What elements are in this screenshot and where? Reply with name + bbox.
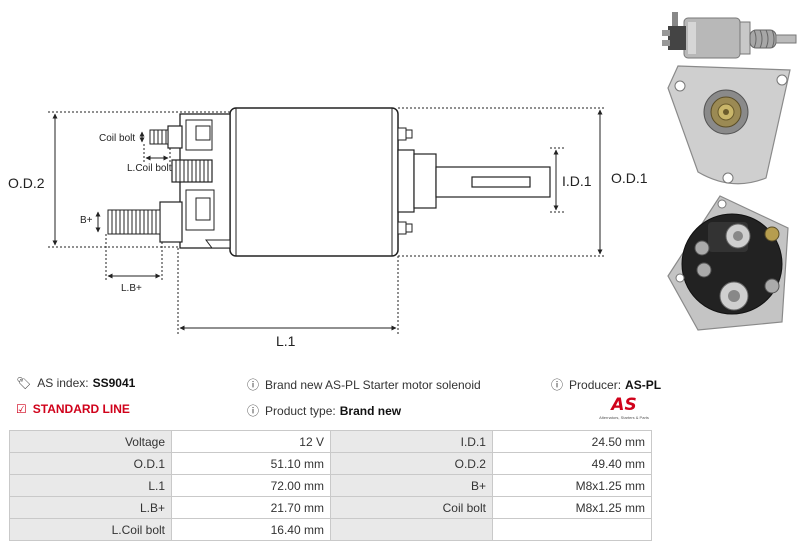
technical-drawing: Coil bolt L.Coil bolt B+ L.B+ O.D.2 O.D.…: [8, 107, 648, 349]
spec-label: L.Coil bolt: [9, 518, 172, 541]
product-type-label: Product type:: [265, 403, 336, 418]
spec-label: L.B+: [9, 496, 172, 519]
spec-label: O.D.1: [9, 452, 172, 475]
spec-label: [329, 518, 493, 541]
coil-bolt-drawing: [149, 125, 183, 149]
spec-label: B+: [329, 474, 493, 497]
spec-label: Coil bolt: [329, 496, 493, 519]
standard-line-row: ☑ STANDARD LINE: [16, 402, 130, 416]
as-index-label: AS index:: [37, 376, 89, 390]
spec-value: 12 V: [171, 430, 331, 453]
spec-value: 49.40 mm: [491, 452, 653, 475]
producer-row: ⓘ Producer: AS-PL: [551, 376, 661, 393]
brand-logo-text: AS: [611, 395, 637, 415]
label-coil-bolt: Coil bolt: [99, 133, 135, 144]
product-type-row: ⓘ Product type: Brand new: [247, 402, 401, 419]
product-description: Brand new AS-PL Starter motor solenoid: [265, 377, 481, 392]
spec-value: M8x1.25 mm: [491, 474, 653, 497]
table-row: L.1 72.00 mm B+ M8x1.25 mm: [9, 474, 653, 497]
tag-icon: 🏷︎: [16, 376, 32, 390]
label-id1: I.D.1: [562, 173, 592, 189]
table-row: O.D.1 51.10 mm O.D.2 49.40 mm: [9, 452, 653, 475]
table-row: L.B+ 21.70 mm Coil bolt M8x1.25 mm: [9, 496, 653, 519]
spec-label: Voltage: [9, 430, 172, 453]
spec-value: 24.50 mm: [491, 430, 653, 453]
spec-value: M8x1.25 mm: [491, 496, 653, 519]
label-l1: L.1: [276, 333, 296, 349]
spec-label: O.D.2: [329, 452, 493, 475]
product-photo-side: [662, 12, 797, 59]
spec-value: 72.00 mm: [171, 474, 331, 497]
brand-logo: AS Alternators, Starters & Parts: [596, 397, 652, 423]
info-icon: ⓘ: [247, 378, 260, 392]
product-photo-front: [667, 65, 791, 185]
label-od2: O.D.2: [8, 175, 45, 191]
table-row: L.Coil bolt 16.40 mm: [9, 518, 653, 541]
producer-value: AS-PL: [625, 377, 662, 392]
info-icon: ⓘ: [551, 378, 564, 392]
solenoid-body: [229, 107, 399, 257]
spec-value: 21.70 mm: [171, 496, 331, 519]
label-od1: O.D.1: [611, 170, 648, 186]
brand-tagline: Alternators, Starters & Parts: [599, 415, 649, 420]
spec-table: Voltage 12 V I.D.1 24.50 mm O.D.1 51.10 …: [9, 430, 653, 541]
as-index-row: 🏷︎ AS index: SS9041: [16, 376, 135, 390]
label-l-b-plus: L.B+: [121, 283, 142, 294]
spec-value: 51.10 mm: [171, 452, 331, 475]
product-type-value: Brand new: [339, 403, 402, 418]
plunger: [435, 166, 551, 198]
as-index-value: SS9041: [92, 376, 136, 390]
description-row: ⓘ Brand new AS-PL Starter motor solenoid: [247, 376, 481, 393]
spec-label: L.1: [9, 474, 172, 497]
checkbox-icon: ☑: [16, 402, 27, 416]
spec-value: 16.40 mm: [171, 518, 331, 541]
info-icon: ⓘ: [247, 404, 260, 418]
b-plus-bolt-drawing: [107, 201, 183, 243]
spec-value: [491, 518, 653, 541]
standard-line-label: STANDARD LINE: [32, 402, 130, 416]
product-photo-back: [667, 195, 789, 331]
label-l-coil-bolt: L.Coil bolt: [127, 163, 172, 174]
table-row: Voltage 12 V I.D.1 24.50 mm: [9, 430, 653, 453]
producer-label: Producer:: [569, 377, 622, 392]
spec-label: I.D.1: [329, 430, 493, 453]
label-b-plus: B+: [80, 215, 93, 226]
plunger-housing: [413, 153, 437, 209]
